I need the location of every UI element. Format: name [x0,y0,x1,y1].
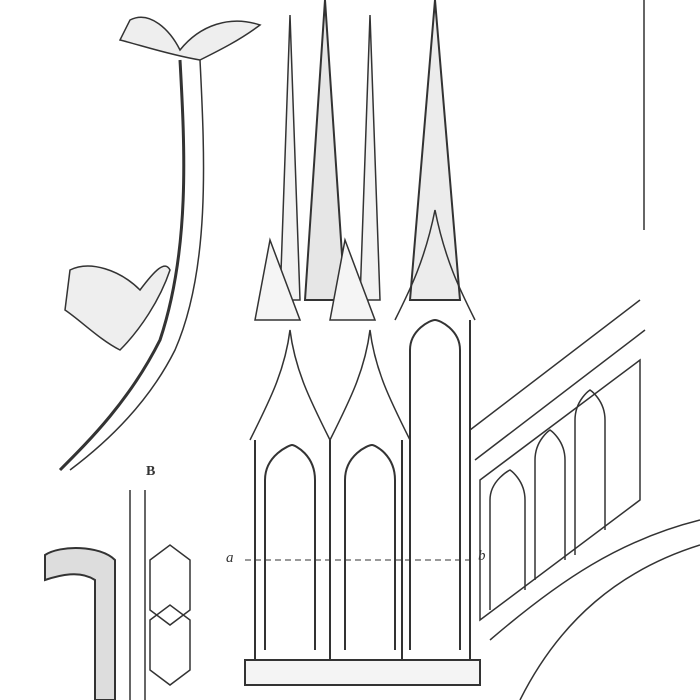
section-mark-a: a [226,550,234,566]
spires [254,0,462,321]
arcade [469,299,700,700]
section-label-b: B [146,464,156,479]
lancet-windows [244,318,481,686]
section-mark-b: b [478,548,486,564]
section-b-profile [44,490,191,700]
crocket-foliage [58,16,262,472]
gables [249,209,476,441]
